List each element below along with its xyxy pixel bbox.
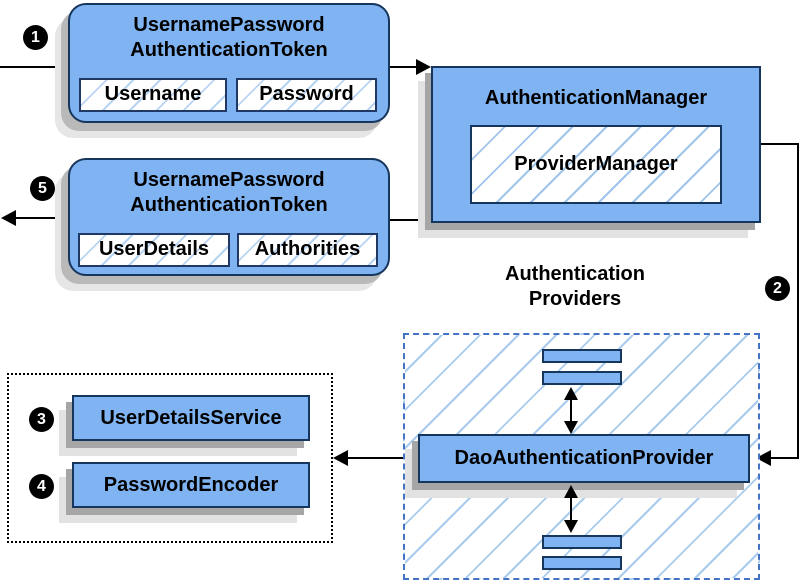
arrow-up-icon bbox=[564, 485, 578, 498]
step-3-badge: 3 bbox=[29, 407, 54, 432]
response-out-line bbox=[13, 217, 68, 219]
manager-to-provider-line bbox=[797, 143, 799, 459]
password-encoder-node: PasswordEncoder bbox=[72, 462, 310, 508]
provider-link-line bbox=[570, 394, 572, 426]
incoming-request-line bbox=[0, 66, 68, 68]
node-title-line: AuthenticationToken bbox=[130, 39, 328, 61]
arrow-down-icon bbox=[564, 421, 578, 434]
manager-to-token-line bbox=[390, 219, 431, 221]
provider-in-line bbox=[770, 457, 799, 459]
node-title-line: AuthenticationToken bbox=[130, 194, 328, 216]
providers-heading-line: Authentication bbox=[505, 263, 645, 285]
arrow-down-icon bbox=[564, 520, 578, 533]
node-title-line: DaoAuthenticationProvider bbox=[454, 447, 714, 469]
manager-out-line bbox=[759, 143, 799, 145]
user-details-service-node: UserDetailsService bbox=[72, 395, 310, 441]
token-to-manager-line bbox=[388, 66, 418, 68]
provider-placeholder-bar bbox=[542, 349, 622, 363]
username-password-token-request-node: UsernamePassword AuthenticationToken Use… bbox=[68, 3, 390, 123]
user-details-field: UserDetails bbox=[78, 233, 230, 267]
step-1-badge: 1 bbox=[23, 25, 48, 50]
provider-link-line bbox=[570, 492, 572, 524]
provider-placeholder-bar bbox=[542, 535, 622, 549]
providers-heading-line: Providers bbox=[528, 288, 622, 310]
node-title-line: UsernamePassword bbox=[133, 169, 325, 191]
authentication-manager-node: AuthenticationManager ProviderManager bbox=[431, 66, 761, 223]
response-out-arrowhead-icon bbox=[1, 210, 16, 226]
beans-container bbox=[7, 373, 333, 543]
provider-to-beans-arrowhead-icon bbox=[333, 450, 348, 466]
password-field: Password bbox=[236, 78, 377, 112]
step-5-badge: 5 bbox=[30, 176, 55, 201]
arrow-up-icon bbox=[564, 387, 578, 400]
node-title-line: UsernamePassword bbox=[133, 14, 325, 36]
authorities-field: Authorities bbox=[237, 233, 378, 267]
node-title-line: AuthenticationManager bbox=[484, 87, 708, 109]
token-to-manager-arrowhead-icon bbox=[416, 59, 431, 75]
step-2-badge: 2 bbox=[765, 276, 790, 301]
providers-heading: Authentication Providers bbox=[460, 262, 690, 312]
provider-placeholder-bar bbox=[542, 556, 622, 570]
provider-manager-node: ProviderManager bbox=[470, 125, 722, 204]
step-4-badge: 4 bbox=[29, 474, 54, 499]
username-field: Username bbox=[79, 78, 227, 112]
dao-authentication-provider-node: DaoAuthenticationProvider bbox=[418, 434, 750, 483]
provider-placeholder-bar bbox=[542, 371, 622, 385]
provider-to-beans-line bbox=[347, 457, 407, 459]
username-password-token-response-node: UsernamePassword AuthenticationToken Use… bbox=[68, 158, 390, 276]
